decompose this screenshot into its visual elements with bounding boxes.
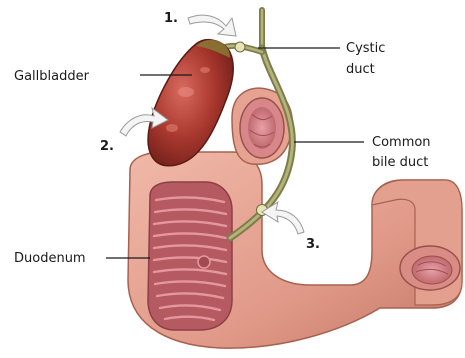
marker-2: 2. (100, 139, 114, 154)
gallbladder-label: Gallbladder (14, 69, 90, 84)
common-bile-duct-label-line1: Common (372, 135, 431, 150)
marker-1: 1. (164, 11, 178, 26)
cystic-duct-label-line1: Cystic (346, 41, 385, 56)
duodenum-label: Duodenum (14, 251, 86, 266)
duodenum-interior (148, 182, 232, 330)
cystic-duct-label-line2: duct (346, 62, 375, 77)
marker-3: 3. (306, 237, 320, 252)
common-bile-duct-label-line2: bile duct (372, 155, 428, 170)
